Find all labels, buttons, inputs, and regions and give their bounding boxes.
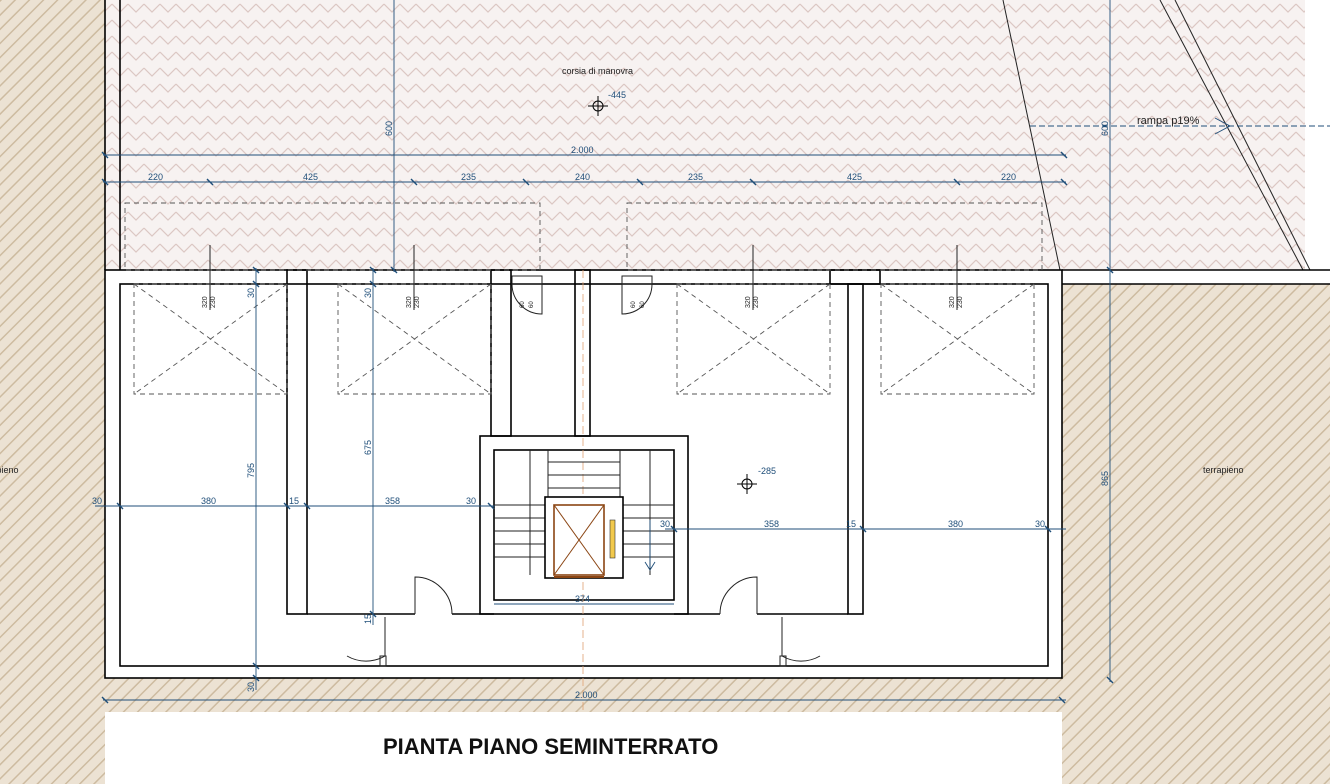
dim-right-3: 15	[846, 519, 856, 529]
dim-right-total: 865	[1100, 471, 1110, 486]
earth-right	[1062, 284, 1330, 784]
dim-top-5: 235	[688, 172, 703, 182]
elevator	[544, 496, 624, 579]
aisle-paving	[105, 0, 1305, 270]
earth-left	[0, 0, 105, 784]
dim-vleft-a: 30	[246, 288, 256, 298]
aisle-label: corsia di manovra	[562, 66, 633, 76]
dim-right-2: 358	[764, 519, 779, 529]
fill-label-right: terrapieno	[1203, 465, 1244, 475]
door-label-a: 60	[631, 301, 637, 308]
dim-vmid-a: 30	[363, 288, 373, 298]
title-band	[105, 712, 1062, 784]
ramp	[1002, 0, 1330, 271]
dim-top-3: 235	[461, 172, 476, 182]
box-label-b: 230	[414, 296, 421, 308]
box-label-a: 320	[406, 296, 413, 308]
floor-level: -285	[758, 466, 776, 476]
box-label-b: 230	[957, 296, 964, 308]
box-label-b: 230	[753, 296, 760, 308]
dim-left-2: 380	[201, 496, 216, 506]
box-label-b: 230	[210, 296, 217, 308]
ramp-label: rampa p19%	[1137, 115, 1200, 127]
dim-right-5: 30	[1035, 519, 1045, 529]
storage-boxes	[124, 202, 1043, 395]
door-label-a: 60	[520, 301, 526, 308]
dim-top-2: 425	[303, 172, 318, 182]
dim-left-5: 30	[466, 496, 476, 506]
dim-right-4: 380	[948, 519, 963, 529]
door-label-b: 60	[640, 301, 646, 308]
dim-right-1: 30	[660, 519, 670, 529]
outer-walls	[104, 0, 1330, 679]
dim-top-7: 220	[1001, 172, 1016, 182]
aisle-level: -445	[608, 90, 626, 100]
dim-stair-width: 374	[575, 594, 590, 604]
dim-right-top: 600	[1100, 121, 1110, 136]
doors	[346, 275, 821, 667]
box-label-a: 320	[745, 296, 752, 308]
right-top-white	[1305, 0, 1330, 270]
level-marker-aisle	[588, 96, 608, 116]
dim-top-total: 2.000	[571, 145, 594, 155]
dim-vleft-b: 795	[246, 463, 256, 478]
box-label-a: 320	[949, 296, 956, 308]
dim-top-6: 425	[847, 172, 862, 182]
box-label-a: 320	[202, 296, 209, 308]
dim-top-4: 240	[575, 172, 590, 182]
dim-vmid-b: 675	[363, 440, 373, 455]
dim-vleft-c: 30	[246, 682, 256, 692]
dim-bottom-total: 2.000	[575, 690, 598, 700]
drawing-title: PIANTA PIANO SEMINTERRATO	[383, 734, 718, 759]
dimension-lines	[95, 0, 1114, 704]
door-label-b: 60	[529, 301, 535, 308]
dim-left-1: 30	[92, 496, 102, 506]
dim-vmid-c: 15	[363, 614, 373, 624]
dim-left-4: 358	[385, 496, 400, 506]
dim-top-1: 220	[148, 172, 163, 182]
dim-aisle-height: 600	[384, 121, 394, 136]
dim-left-3: 15	[289, 496, 299, 506]
fill-label-left: terrapieno	[0, 465, 19, 475]
level-marker-floor	[737, 474, 757, 494]
